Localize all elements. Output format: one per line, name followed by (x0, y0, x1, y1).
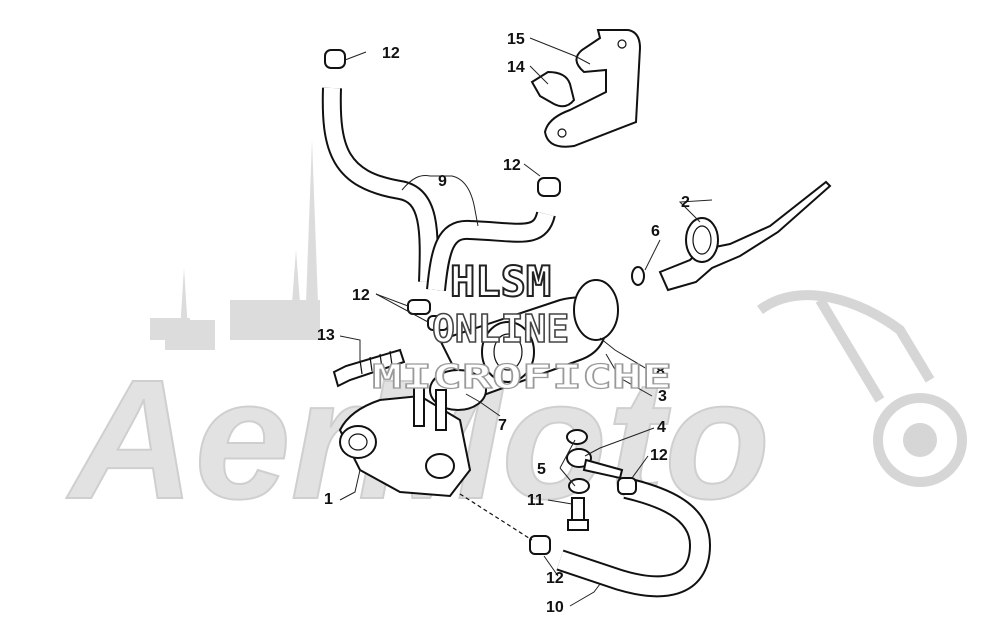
watermark-line-hlsm: HLSM (450, 257, 551, 306)
callout-10: 10 (546, 599, 564, 616)
callout-12-top: 12 (382, 45, 400, 62)
hose-part-9 (321, 87, 556, 291)
callout-1: 1 (324, 491, 333, 508)
hlsm-watermark: HLSM ONLINE MICROFICHE (371, 256, 672, 397)
watermark-line-microfiche: MICROFICHE (372, 357, 672, 396)
callout-14: 14 (507, 59, 525, 76)
drive-gear-part-2 (658, 180, 832, 292)
bolt-part-11 (567, 497, 589, 531)
callout-13: 13 (317, 327, 335, 344)
clip-part-14 (530, 70, 576, 108)
bolt-part-13 (332, 348, 406, 388)
callout-12-left: 12 (352, 287, 370, 304)
callout-labels: 12 15 14 9 12 2 6 12 13 8 3 7 4 12 5 1 1… (317, 31, 690, 616)
callout-6: 6 (651, 223, 660, 240)
callout-12-right: 12 (650, 447, 668, 464)
callout-12-upper-mid: 12 (503, 157, 521, 174)
skyline-silhouette (150, 140, 320, 350)
callout-9: 9 (438, 173, 447, 190)
watermark-line-online: ONLINE (432, 307, 569, 351)
callout-12-bottom: 12 (546, 570, 564, 587)
callout-5: 5 (537, 461, 546, 478)
callout-11: 11 (527, 492, 544, 509)
clamp-part-12 (324, 49, 561, 331)
leader-lines (339, 37, 713, 607)
pump-housing-parts-3-7-8 (429, 279, 619, 411)
bracket-part-15 (543, 29, 642, 148)
washer-part-6 (631, 266, 645, 286)
hose-part-10 (459, 477, 712, 598)
callout-15: 15 (507, 31, 525, 48)
callout-3: 3 (658, 388, 667, 405)
motorcycle-silhouette (757, 290, 967, 487)
callout-4: 4 (657, 419, 666, 436)
oil-pump-part-1 (338, 385, 472, 498)
callout-2: 2 (681, 194, 690, 211)
callout-8: 8 (656, 363, 665, 380)
banjo-fitting-part-4 (566, 429, 624, 494)
callout-7: 7 (498, 417, 507, 434)
